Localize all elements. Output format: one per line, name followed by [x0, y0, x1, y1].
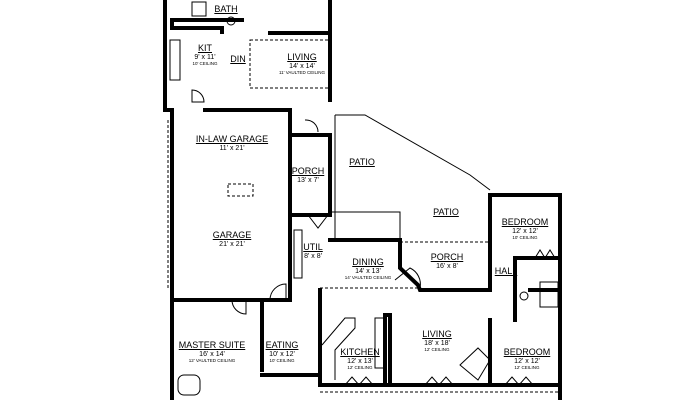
room-ceiling: 14' VAULTED CEILING — [344, 275, 392, 280]
room-dim: 16' x 14' — [199, 351, 225, 358]
room-name: EATING — [265, 340, 299, 350]
door-swing — [394, 267, 421, 289]
wall — [328, 238, 492, 292]
fridge — [374, 317, 385, 369]
room-dim: 12' x 12' — [512, 228, 538, 235]
wall — [288, 133, 332, 217]
room-label-patio-2: PATIO — [433, 208, 459, 217]
wall — [383, 313, 392, 387]
french-doors — [344, 376, 534, 386]
room-ceiling: 12' CEILING — [514, 365, 540, 370]
shower — [191, 1, 207, 17]
wall — [163, 0, 174, 112]
room-ceiling: 10' CEILING — [269, 358, 295, 363]
room-name: DIN — [230, 54, 246, 64]
room-label-hall: HALL — [495, 267, 518, 276]
room-name: PATIO — [349, 157, 375, 167]
room-label-patio-1: PATIO — [349, 158, 375, 167]
room-label-din: DIN — [230, 55, 246, 64]
room-name: GARAGE — [212, 230, 252, 240]
room-name: BATH — [214, 4, 238, 14]
room-dim: 12' x 12' — [514, 358, 540, 365]
fireplace — [459, 347, 491, 381]
room-label-bath-top: BATH — [214, 5, 237, 14]
room-ceiling: 10' CEILING — [512, 235, 538, 240]
toilet — [519, 291, 529, 301]
kitchen-counter — [321, 317, 356, 380]
vent — [227, 183, 254, 197]
patio-edge — [330, 211, 401, 240]
room-ceiling: 10' CEILING — [192, 61, 218, 66]
door-swing — [231, 299, 247, 315]
room-dim: 14' x 13' — [355, 268, 381, 275]
room-ceiling: 12' VAULTED CEILING — [188, 358, 236, 363]
room-dim: 18' x 18' — [424, 340, 450, 347]
room-name: UTIL — [303, 242, 323, 252]
toilet — [226, 16, 236, 26]
tub — [539, 281, 559, 308]
room-dim: 8' x 8' — [304, 253, 322, 260]
wall — [488, 193, 562, 400]
room-dim: 10' x 12' — [269, 351, 295, 358]
room-name: BEDROOM — [503, 347, 551, 357]
tub — [177, 374, 201, 396]
door-swing — [269, 283, 287, 301]
door-swing — [307, 214, 329, 229]
patio-edge — [335, 114, 491, 191]
room-name: BEDROOM — [501, 217, 549, 227]
room-name: LIVING — [422, 329, 452, 339]
room-ceiling: 12' CEILING — [424, 347, 450, 352]
door-swing — [191, 89, 205, 103]
room-name: PORCH — [291, 166, 325, 176]
closet-doors — [534, 249, 556, 259]
range — [169, 39, 181, 81]
wall — [170, 18, 224, 34]
washer-dryer — [293, 229, 303, 279]
room-name: KIT — [197, 43, 212, 53]
room-dim: 11' x 21' — [219, 145, 245, 152]
room-dim: 12' x 13' — [347, 358, 373, 365]
room-ceiling: 11' VAULTED CEILING — [278, 70, 326, 75]
room-dim: 14' x 14' — [289, 63, 315, 70]
room-name: LIVING — [287, 52, 317, 62]
room-name: KITCHEN — [340, 347, 380, 357]
living-vault-outline — [249, 39, 331, 89]
room-name: HALL — [494, 266, 518, 276]
room-dim: 13' x 7' — [297, 177, 319, 184]
room-dim: 16' x 8' — [436, 263, 458, 270]
door-swing — [304, 119, 319, 133]
room-name: IN-LAW GARAGE — [195, 134, 269, 144]
room-name: DINING — [352, 257, 384, 267]
room-name: PATIO — [433, 207, 459, 217]
room-name: MASTER SUITE — [178, 340, 246, 350]
room-dim: 9' x 11' — [194, 54, 216, 61]
room-dim: 21' x 21' — [219, 241, 245, 248]
room-name: PORCH — [430, 252, 464, 262]
room-ceiling: 12' CEILING — [347, 365, 373, 370]
